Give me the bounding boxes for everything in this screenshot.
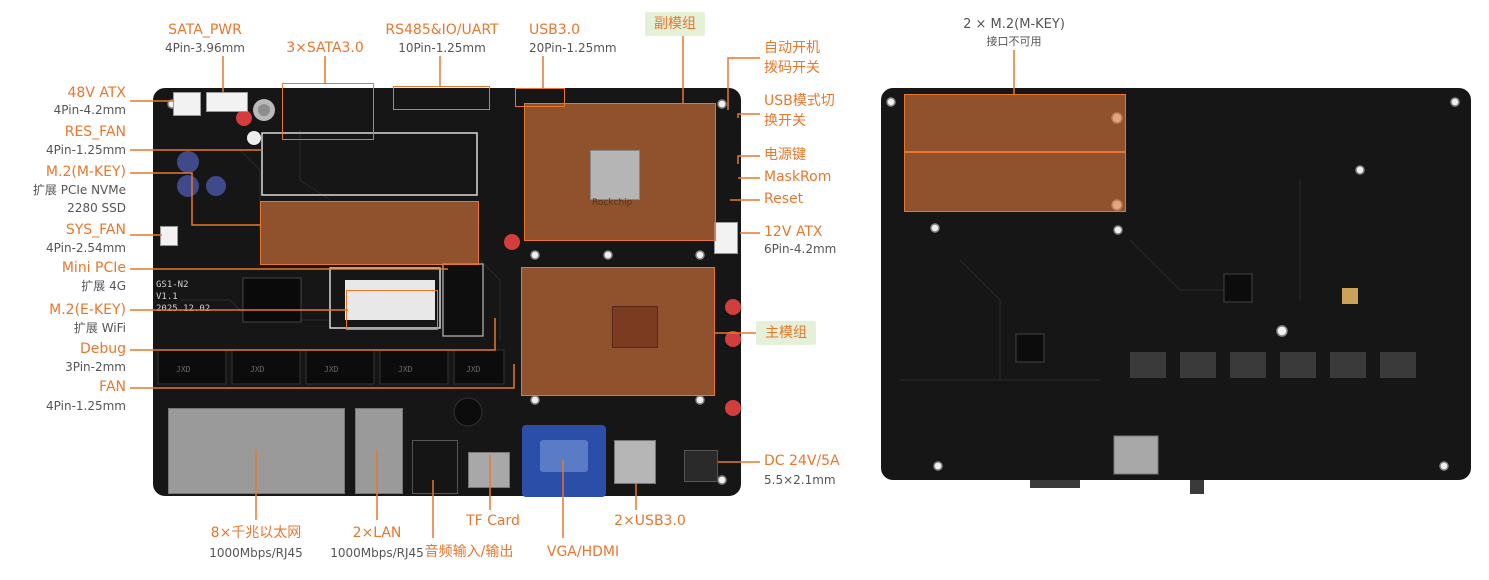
label-auto-power-line2: 拨码开关 [764, 60, 820, 76]
soc-brand-text: Rockchip [592, 198, 633, 208]
label-fan-title: FAN [99, 379, 126, 395]
rs485-box [393, 86, 490, 110]
label-m2-mkey-title: M.2(M-KEY) [45, 164, 126, 180]
label-sata3-title: 3×SATA3.0 [286, 40, 364, 56]
label-2xlan-spec: 1000Mbps/RJ45 [330, 546, 424, 560]
label-usb-mode-line1: USB模式切 [764, 93, 835, 109]
label-auto-power-line1: 自动开机 [764, 40, 820, 56]
label-vga-hdmi: VGA/HDMI [546, 544, 620, 560]
label-rs485-title: RS485&IO/UART [385, 22, 499, 38]
label-sata-pwr-title: SATA_PWR [168, 22, 242, 38]
label-dc-in-spec: 5.5×2.1mm [764, 473, 836, 487]
label-sys-fan-spec: 4Pin-2.54mm [46, 241, 126, 255]
label-maskrom: MaskRom [764, 169, 832, 185]
board-date-text: 2025.12.02 [156, 304, 210, 314]
main-module-soc [612, 306, 658, 348]
label-sys-fan-title: SYS_FAN [65, 222, 126, 238]
dc-jack-port [684, 450, 718, 482]
sata-pwr-connector [206, 92, 248, 112]
rj45-2x-port [355, 408, 403, 494]
atx48v-connector [173, 92, 201, 116]
label-fan-spec: 4Pin-1.25mm [46, 399, 126, 413]
sys-fan-connector [160, 226, 178, 246]
label-m2-ekey-title: M.2(E-KEY) [49, 302, 126, 318]
back-m2-overlay-1 [904, 94, 1126, 152]
label-res-fan-title: RES_FAN [64, 124, 126, 140]
label-back-m2-spec: 接口不可用 [986, 35, 1042, 48]
svg-text:JXD: JXD [398, 365, 413, 374]
label-8xlan-spec: 1000Mbps/RJ45 [209, 546, 303, 560]
label-usb3-header-spec: 20Pin-1.25mm [529, 41, 617, 55]
label-audio: 音频输入/输出 [424, 544, 514, 560]
svg-text:JXD: JXD [324, 365, 339, 374]
label-mini-pcie-spec: 扩展 4G [81, 279, 126, 293]
vga-inner [540, 440, 588, 472]
tag-sub-module: 副模组 [645, 12, 705, 36]
label-usb3-header-title: USB3.0 [529, 22, 581, 38]
usb3-header-box [515, 88, 565, 107]
label-debug-spec: 3Pin-2mm [65, 360, 126, 374]
label-48v-atx-title: 48V ATX [67, 85, 126, 101]
label-m2-mkey-spec1: 扩展 PCIe NVMe [32, 183, 126, 197]
m2-mkey-front-overlay [260, 201, 479, 265]
sub-module-soc [590, 150, 640, 200]
label-12v-atx-title: 12V ATX [764, 224, 823, 240]
svg-text:JXD: JXD [176, 365, 191, 374]
usb3x2-port [614, 440, 656, 484]
atx12v-connector [714, 222, 738, 254]
tf-card-slot [468, 452, 510, 488]
board-model-text: GS1-N2 [156, 280, 189, 290]
label-mini-pcie-title: Mini PCIe [61, 260, 126, 276]
label-dc-in-title: DC 24V/5A [764, 453, 840, 469]
label-2xusb3: 2×USB3.0 [614, 513, 686, 529]
svg-text:JXD: JXD [250, 365, 265, 374]
label-m2-mkey-spec2: 2280 SSD [67, 201, 126, 215]
label-usb-mode-line2: 换开关 [764, 113, 806, 129]
label-back-m2-title: 2 × M.2(M-KEY) [963, 17, 1065, 32]
label-power-key: 电源键 [764, 147, 806, 163]
sata3-box [282, 83, 374, 140]
label-48v-atx-spec: 4Pin-4.2mm [53, 103, 126, 117]
label-reset: Reset [764, 191, 804, 207]
label-res-fan-spec: 4Pin-1.25mm [46, 143, 126, 157]
label-tf-card: TF Card [466, 513, 520, 529]
label-12v-atx-spec: 6Pin-4.2mm [764, 242, 837, 256]
label-debug-title: Debug [79, 341, 126, 357]
label-m2-ekey-spec: 扩展 WiFi [73, 321, 126, 335]
label-2xlan-title: 2×LAN [352, 525, 402, 541]
board-version-text: V1.1 [156, 292, 178, 302]
label-8xlan-title: 8×千兆以太网 [210, 525, 302, 541]
tag-main-module: 主模组 [756, 321, 816, 345]
label-sata-pwr-spec: 4Pin-3.96mm [165, 41, 245, 55]
audio-jack-port [412, 440, 458, 494]
back-m2-overlay-2 [904, 152, 1126, 212]
svg-text:JXD: JXD [466, 365, 481, 374]
label-rs485-spec: 10Pin-1.25mm [398, 41, 486, 55]
